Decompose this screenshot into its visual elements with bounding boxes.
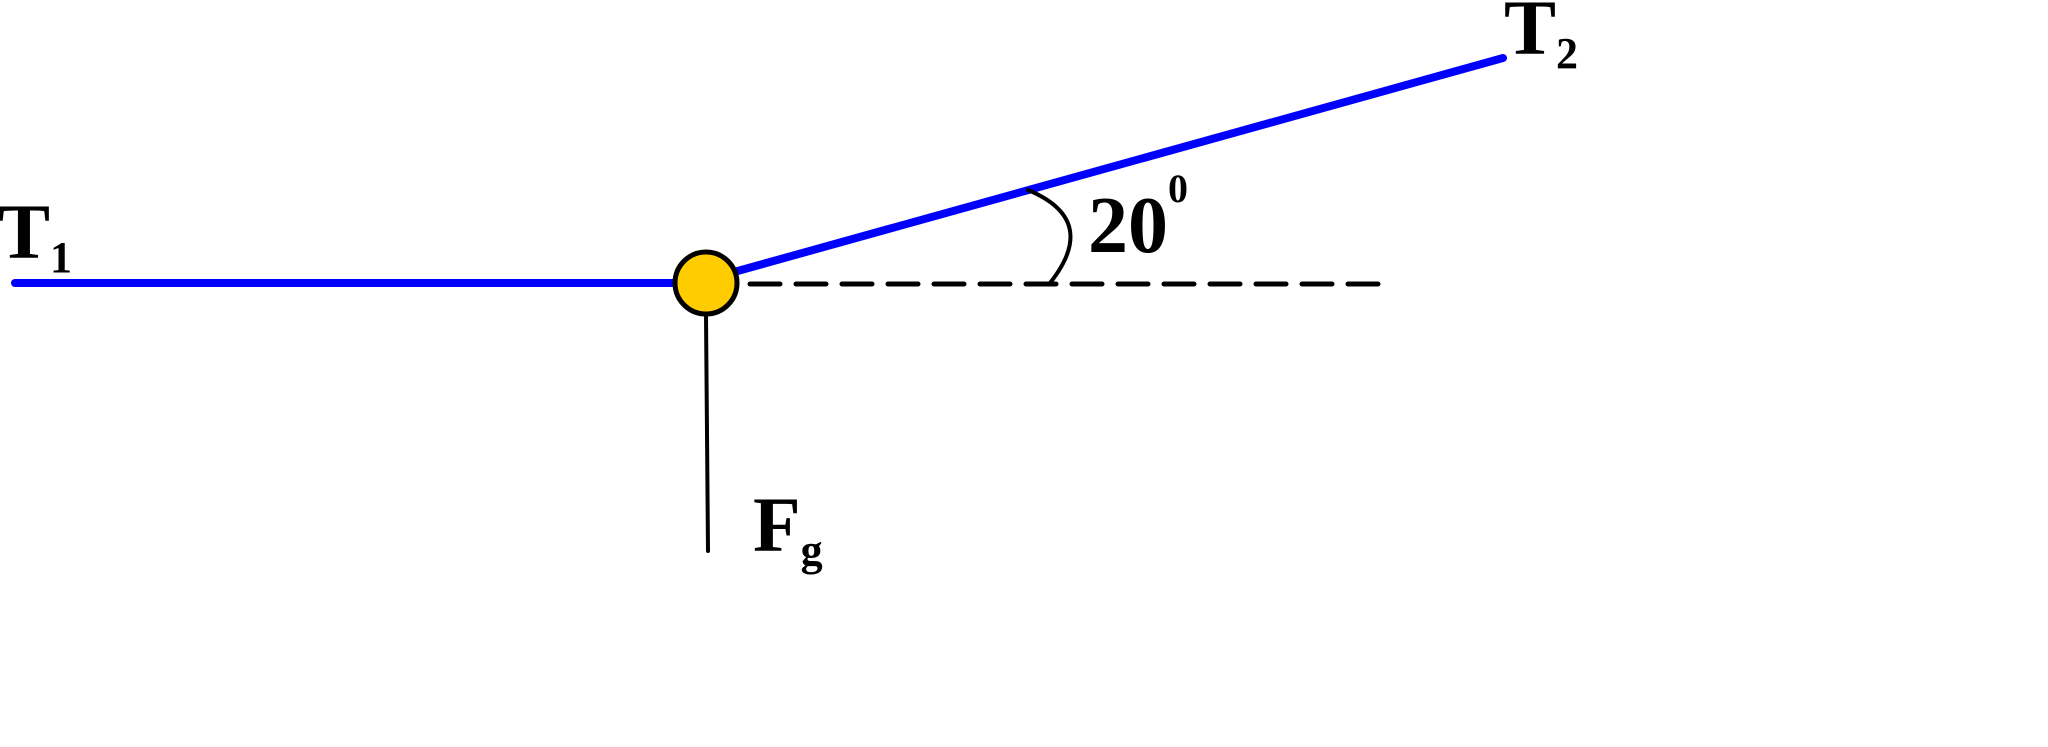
label-t2: T2: [1504, 0, 1578, 78]
mass-ball: [672, 249, 740, 317]
rope-t2: [730, 54, 1507, 276]
label-fg: Fg: [753, 481, 823, 575]
label-t1: T1: [0, 188, 72, 282]
angle-label: 200: [1088, 166, 1188, 270]
angle-arc: [1026, 188, 1073, 285]
weight-vector-fg: [704, 313, 710, 553]
